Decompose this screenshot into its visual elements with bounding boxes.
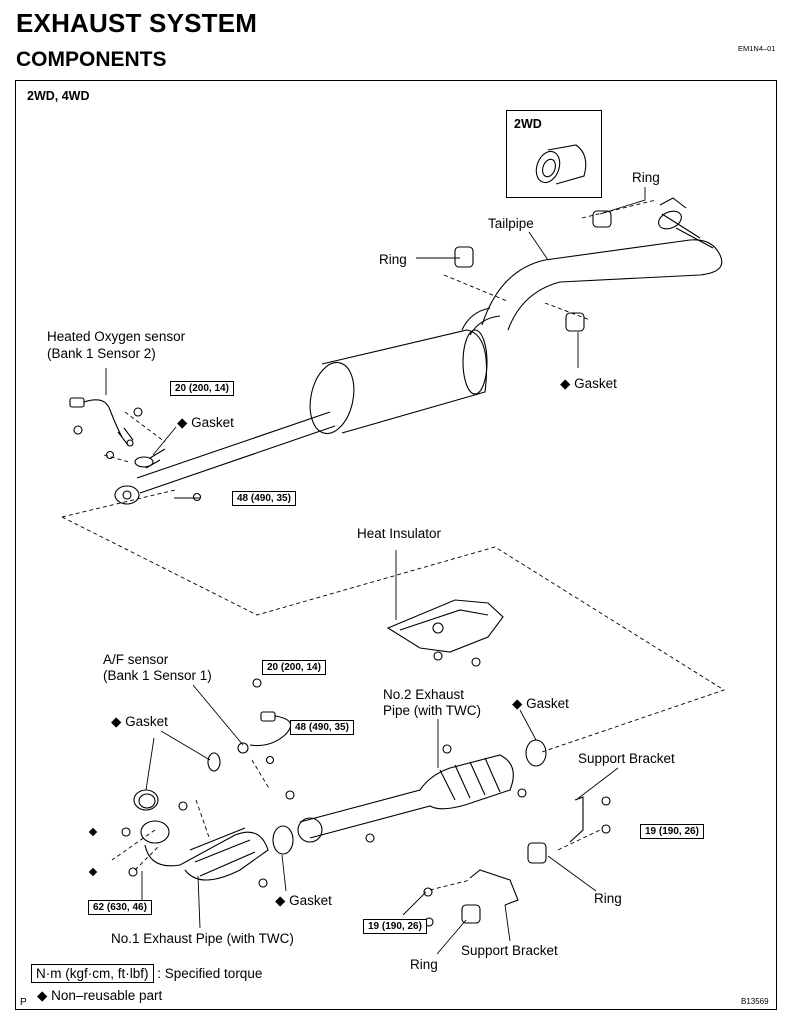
nonreusable-diamond-icon: ◆ [275, 893, 286, 908]
no1-exhaust-pipe-illustration [133, 789, 294, 881]
label-support-bracket-bottom: Support Bracket [461, 943, 558, 958]
legend-torque: N·m (kgf·cm, ft·lbf) : Specified torque [31, 964, 263, 983]
label-gasket-center: ◆ Gasket [275, 893, 332, 909]
label-heated-o2-line1: Heated Oxygen sensor [47, 329, 186, 344]
legend-torque-desc: : Specified torque [157, 966, 263, 981]
torque-spec-7: 19 (190, 26) [363, 919, 427, 934]
torque-spec-6: 62 (630, 46) [88, 900, 152, 915]
legend-nonreusable: ◆ Non–reusable part [37, 988, 162, 1004]
label-gasket-o2: ◆ Gasket [177, 415, 234, 431]
inset-2wd-box [506, 110, 602, 198]
torque-spec-3: 20 (200, 14) [262, 660, 326, 675]
diagram-frame [15, 80, 777, 1010]
label-gasket-no2-text: Gasket [526, 696, 569, 711]
label-heated-o2-line2: (Bank 1 Sensor 2) [47, 346, 156, 361]
label-ring-right: Ring [594, 891, 622, 906]
label-gasket-af-text: Gasket [125, 714, 168, 729]
tailpipe-tip-inset [535, 144, 587, 185]
document-code: EM1N4–01 [738, 44, 776, 53]
nonreusable-diamond-icon: ◆ [560, 376, 571, 391]
label-no2-pipe-line1: No.2 Exhaust [383, 687, 465, 702]
nonreusable-diamond-icon: ◆ [111, 714, 122, 729]
frame-label: 2WD, 4WD [27, 89, 90, 103]
torque-spec-1: 20 (200, 14) [170, 381, 234, 396]
label-gasket-center-text: Gasket [289, 893, 332, 908]
tailpipe-illustration [461, 197, 723, 336]
nonreusable-diamond-icons [88, 827, 98, 877]
label-support-bracket-top: Support Bracket [578, 751, 675, 766]
nonreusable-diamond-icon: ◆ [37, 988, 48, 1003]
label-af-sensor-line1: A/F sensor [103, 652, 169, 667]
af-sensor-illustration [207, 711, 292, 772]
no2-exhaust-pipe-illustration [297, 739, 547, 843]
page-subtitle: COMPONENTS [16, 48, 167, 71]
ring-hanger-icons [138, 210, 612, 924]
heated-oxygen-sensor-illustration [69, 397, 154, 468]
label-gasket-no2: ◆ Gasket [512, 696, 569, 712]
label-no2-pipe-line2: Pipe (with TWC) [383, 703, 482, 718]
figure-code: B13569 [741, 997, 769, 1006]
label-af-sensor-line2: (Bank 1 Sensor 1) [103, 668, 212, 683]
heat-insulator-illustration [386, 599, 504, 653]
label-gasket-af: ◆ Gasket [111, 714, 168, 730]
support-bracket-illustration [469, 796, 584, 906]
label-no1-pipe: No.1 Exhaust Pipe (with TWC) [111, 931, 294, 946]
footer-left-code: P [20, 997, 27, 1008]
legend-torque-unit: N·m (kgf·cm, ft·lbf) [31, 964, 154, 983]
nonreusable-diamond-icon: ◆ [512, 696, 523, 711]
fastener-icons [73, 407, 611, 927]
front-pipe-illustration [114, 411, 336, 505]
label-ring-top: Ring [632, 170, 660, 185]
label-gasket-o2-text: Gasket [191, 415, 234, 430]
muffler-illustration [309, 329, 488, 435]
label-ring-bottom: Ring [410, 957, 438, 972]
torque-spec-5: 19 (190, 26) [640, 824, 704, 839]
label-gasket-tail: ◆ Gasket [560, 376, 617, 392]
leader-lines [105, 187, 646, 955]
assembly-dashed-outline [61, 199, 726, 891]
page-title: EXHAUST SYSTEM [16, 8, 258, 38]
label-tailpipe: Tailpipe [488, 216, 534, 231]
inset-label: 2WD [514, 117, 542, 131]
torque-spec-4: 48 (490, 35) [290, 720, 354, 735]
torque-spec-2: 48 (490, 35) [232, 491, 296, 506]
legend-nonreusable-text: Non–reusable part [51, 988, 163, 1003]
nonreusable-diamond-icon: ◆ [177, 415, 188, 430]
label-heat-insulator: Heat Insulator [357, 526, 442, 541]
label-gasket-tail-text: Gasket [574, 376, 617, 391]
label-ring-left: Ring [379, 252, 407, 267]
